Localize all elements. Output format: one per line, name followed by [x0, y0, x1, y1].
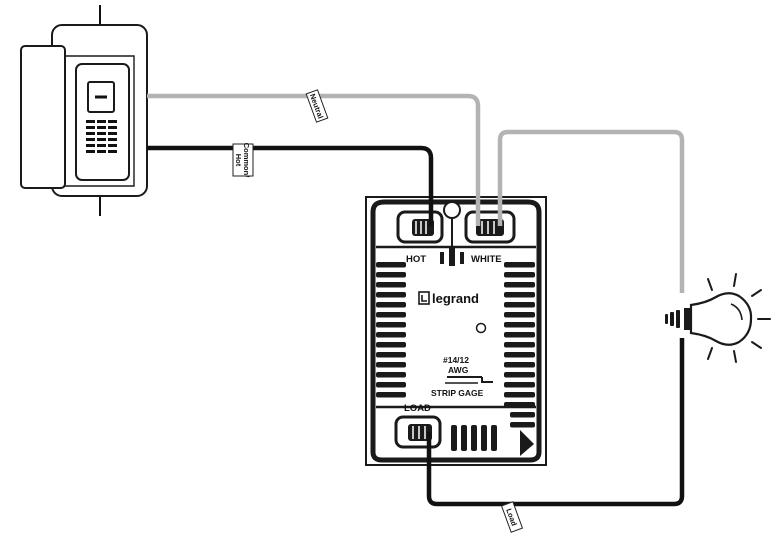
load-wire-tag: Load [500, 501, 524, 533]
breaker-slots [86, 120, 117, 153]
load-wire [426, 338, 685, 507]
hot-tag-label: Hot [234, 154, 243, 167]
brand-name: legrand [432, 291, 479, 306]
vent-slots-bottom [451, 425, 497, 451]
terminal-label-load: LOAD [404, 403, 431, 414]
vent-slots-left [376, 262, 406, 398]
light-rays [707, 273, 771, 363]
terminal-white [464, 210, 516, 244]
strip-gage-label: STRIP GAGE [431, 388, 484, 398]
awg-label: AWG [448, 365, 469, 375]
control-device: HOT WHITE LOAD legrand #14/12 AWG STRIP … [365, 196, 547, 466]
vent-slots-right [504, 262, 535, 428]
terminal-load [394, 415, 442, 449]
strip-gage-marker [445, 376, 493, 384]
neutral-wire [147, 93, 481, 226]
bulb-neutral-wire [497, 129, 685, 293]
wire-gauge-label: #14/12 [443, 355, 469, 365]
common-tag-label: Common/ [242, 143, 251, 178]
common-hot-wire-tag: Common/ Hot [232, 143, 254, 178]
terminal-label-white: WHITE [471, 254, 502, 265]
terminal-hot [396, 210, 444, 244]
terminal-label-hot: HOT [406, 254, 426, 265]
breaker-panel-icon [20, 5, 148, 216]
brand-logo: legrand [418, 291, 479, 306]
hot-wire [147, 145, 434, 226]
indicator-led [475, 322, 487, 334]
light-bulb-icon [665, 273, 771, 363]
